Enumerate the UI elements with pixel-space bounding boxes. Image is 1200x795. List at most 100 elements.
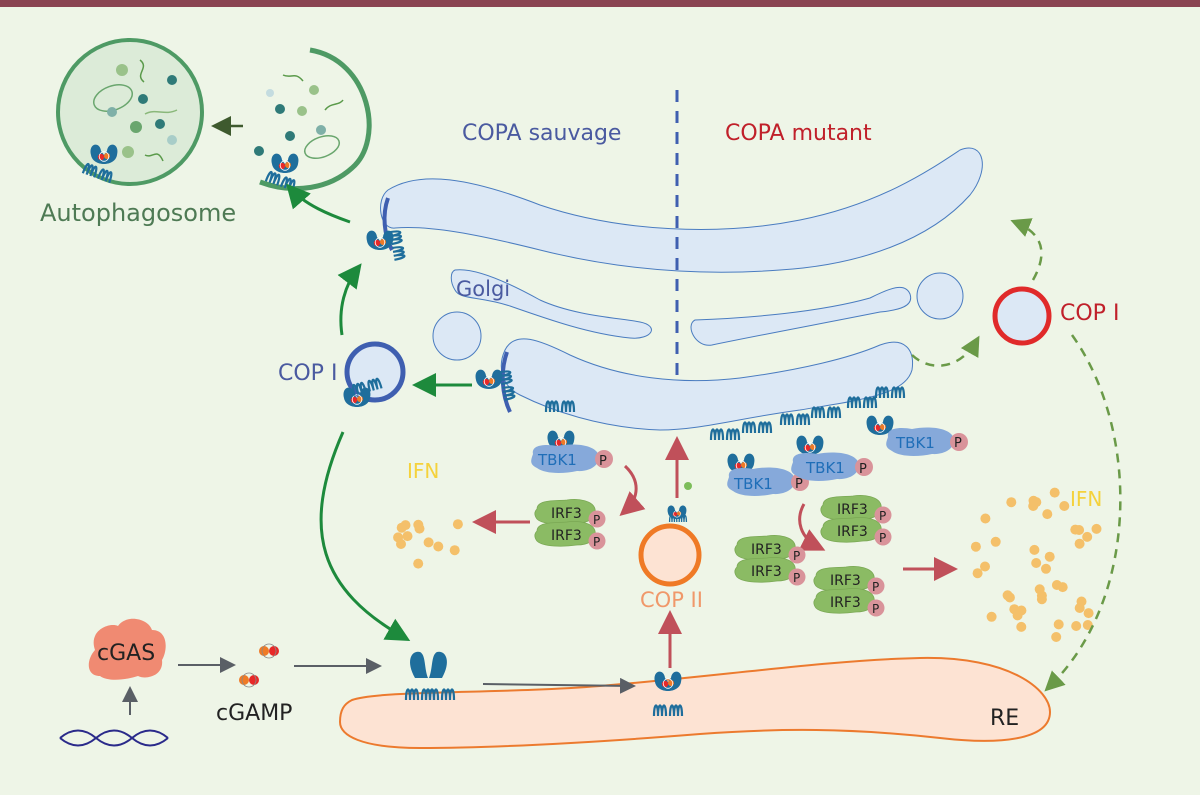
ifn-molecule xyxy=(972,568,983,579)
ifn-wild-label: IFN xyxy=(407,459,439,483)
phagophore xyxy=(254,47,372,192)
phospho-label: P xyxy=(593,535,600,549)
phospho-label: P xyxy=(879,509,886,523)
ifn-molecule xyxy=(1009,604,1020,615)
ifn-molecule xyxy=(1059,501,1070,511)
ifn-molecule xyxy=(990,536,1001,547)
ifn-mutant-label: IFN xyxy=(1070,487,1102,511)
ifn-molecule xyxy=(1016,621,1027,632)
phospho-label: P xyxy=(793,549,800,563)
ifn-molecule xyxy=(402,531,413,542)
golgi-vesicle-right xyxy=(916,272,964,320)
copa-mutant-label: COPA mutant xyxy=(725,121,872,146)
cgas-label: cGAS xyxy=(97,641,155,666)
ifn-molecule xyxy=(1049,487,1060,498)
golgi-cisterna-mid-left xyxy=(450,269,652,339)
irf3-label: IRF3 xyxy=(551,528,582,544)
phospho-label: P xyxy=(593,513,600,527)
ifn-dots-mutant xyxy=(970,487,1102,642)
ifn-molecule xyxy=(1051,632,1062,642)
irf3-label: IRF3 xyxy=(837,502,868,518)
ifn-molecule xyxy=(986,611,997,622)
golgi-cisterna-bottom xyxy=(500,338,914,431)
golgi-apparatus xyxy=(380,147,983,431)
ifn-molecule xyxy=(1051,580,1062,590)
ifn-molecule xyxy=(1053,619,1064,630)
cop2-label: COP II xyxy=(640,588,703,612)
ifn-molecule xyxy=(1004,592,1015,603)
irf3-label: IRF3 xyxy=(830,595,861,611)
autophagosome xyxy=(56,38,204,186)
ifn-molecule xyxy=(396,539,406,549)
ifn-molecule xyxy=(1006,497,1017,508)
tbk1-label: TBK1 xyxy=(733,475,773,493)
cop1-vesicle-wild xyxy=(343,341,406,408)
green-arrow-to-phagophore xyxy=(286,183,351,224)
golgi-cisterna-mid-right xyxy=(690,286,912,346)
dna-helix xyxy=(59,729,169,747)
gray-arrow-sting-activation xyxy=(482,677,636,694)
ifn-molecule xyxy=(1091,523,1102,534)
cgamp-label: cGAMP xyxy=(216,701,292,726)
green-arrow-cop1-to-er xyxy=(319,431,411,641)
ifn-molecule xyxy=(1031,558,1042,568)
phospho-label: P xyxy=(954,436,962,451)
cop1-wild-label: COP I xyxy=(278,361,337,386)
cgamp-molecules xyxy=(239,643,279,688)
ifn-molecule xyxy=(1036,594,1047,605)
ifn-molecule xyxy=(423,537,434,548)
dashed-arrow-cop1-to-golgi xyxy=(1010,218,1043,281)
phospho-label: P xyxy=(872,580,879,594)
ifn-molecule xyxy=(970,541,981,552)
ifn-molecule xyxy=(980,513,991,524)
tbk1-label: TBK1 xyxy=(805,459,845,477)
red-arrow-mutant-tbk1-to-irf3 xyxy=(798,503,826,551)
ifn-molecule xyxy=(1082,531,1093,542)
er-label: RE xyxy=(990,706,1019,731)
irf3-label: IRF3 xyxy=(751,542,782,558)
green-dot xyxy=(684,482,692,490)
er-sting-dimer-inactive xyxy=(404,651,456,702)
ifn-molecule xyxy=(1083,608,1094,619)
irf3-label: IRF3 xyxy=(751,564,782,580)
irf3-label: IRF3 xyxy=(837,524,868,540)
dashed-arrow-cop1-to-er xyxy=(1044,334,1122,692)
irf3-labels: IRF3 IRF3 P P IRF3 IRF3 P P IRF3 IRF3 P … xyxy=(551,502,886,616)
phospho-label: P xyxy=(859,462,867,477)
ifn-molecule xyxy=(1074,603,1085,613)
ifn-molecule xyxy=(1070,524,1081,535)
phospho-label: P xyxy=(872,602,879,616)
phospho-label: P xyxy=(793,571,800,585)
phospho-label: P xyxy=(879,531,886,545)
golgi-label: Golgi xyxy=(456,277,510,301)
ifn-molecule xyxy=(413,519,424,530)
ifn-molecule xyxy=(1044,551,1055,562)
ifn-molecule xyxy=(449,545,460,556)
ifn-molecule xyxy=(396,522,407,533)
autophagosome-label: Autophagosome xyxy=(40,199,236,227)
ifn-molecule xyxy=(1071,621,1082,631)
ifn-molecule xyxy=(452,519,463,530)
ifn-molecule xyxy=(1082,620,1093,630)
golgi-vesicle-left xyxy=(432,311,482,361)
golgi-top-sting xyxy=(366,229,406,261)
ifn-molecule xyxy=(1042,509,1053,520)
cop1-vesicle-mutant xyxy=(992,286,1052,346)
tbk1-label: TBK1 xyxy=(537,451,577,469)
ifn-molecule xyxy=(1029,544,1040,555)
phospho-label: P xyxy=(795,477,803,492)
ifn-molecule xyxy=(1028,495,1039,506)
ifn-dots-wild xyxy=(393,519,463,569)
golgi-cisterna-top xyxy=(380,147,983,273)
ifn-molecule xyxy=(1041,563,1051,574)
top-banner xyxy=(0,0,1200,7)
cop2-vesicle xyxy=(638,505,702,587)
cgas-enzyme xyxy=(88,618,166,680)
ifn-molecule xyxy=(413,558,424,569)
irf3-label: IRF3 xyxy=(551,506,582,522)
ifn-molecule xyxy=(1074,538,1085,549)
cop1-mutant-label: COP I xyxy=(1060,301,1119,326)
endoplasmic-reticulum xyxy=(338,656,1052,750)
